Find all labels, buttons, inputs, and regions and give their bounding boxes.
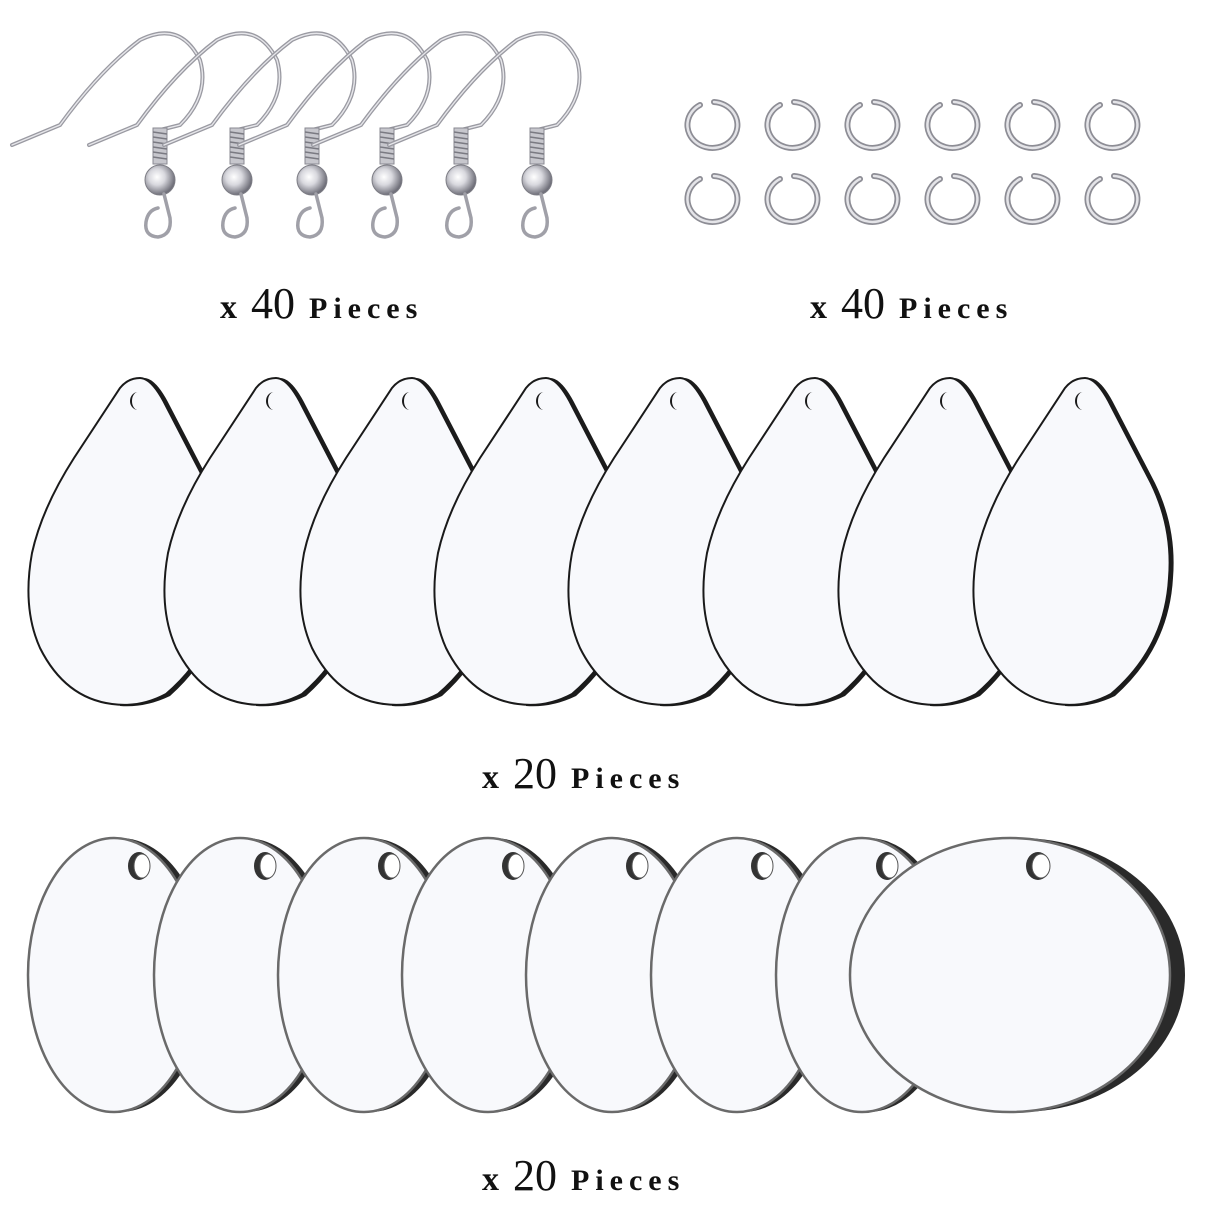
jump-rings-quantity-label: x 40 Pieces bbox=[810, 278, 1013, 329]
quantity-prefix: x bbox=[482, 759, 501, 796]
quantity-prefix: x bbox=[810, 289, 829, 326]
quantity-number: 20 bbox=[513, 749, 557, 798]
earring-hooks-quantity-label: x 40 Pieces bbox=[220, 278, 423, 329]
teardrop-blanks-quantity-label: x 20 Pieces bbox=[482, 748, 685, 799]
quantity-number: 40 bbox=[251, 279, 295, 328]
quantity-unit: Pieces bbox=[571, 1164, 686, 1197]
quantity-prefix: x bbox=[482, 1161, 501, 1198]
quantity-unit: Pieces bbox=[571, 762, 686, 795]
quantity-number: 40 bbox=[841, 279, 885, 328]
quantity-unit: Pieces bbox=[899, 292, 1014, 325]
quantity-prefix: x bbox=[220, 289, 239, 326]
round-blanks-quantity-label: x 20 Pieces bbox=[482, 1150, 685, 1201]
quantity-number: 20 bbox=[513, 1151, 557, 1200]
quantity-unit: Pieces bbox=[309, 292, 424, 325]
